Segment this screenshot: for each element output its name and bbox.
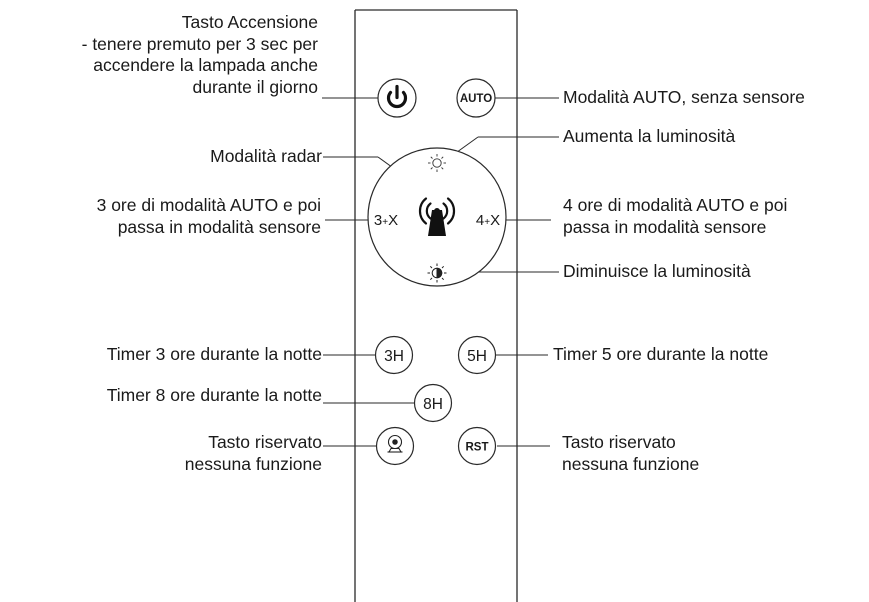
four-x-button[interactable]: 4+X xyxy=(472,208,504,232)
rst-button[interactable]: RST xyxy=(457,426,497,466)
radar-antenna-icon xyxy=(418,197,456,236)
rst-button-label: RST xyxy=(466,442,489,454)
power-label-line3: accendere la lampada anche xyxy=(93,55,318,75)
svg-text:3+X: 3+X xyxy=(374,212,398,229)
sun-outline-icon xyxy=(428,154,446,172)
brightness-down-button[interactable] xyxy=(420,260,454,284)
auto-button[interactable]: AUTO xyxy=(456,78,496,118)
auto-button-label: AUTO xyxy=(460,93,492,105)
power-label-line1: Tasto Accensione xyxy=(181,12,318,32)
timer-8h-label: 8H xyxy=(423,396,443,413)
timer-3h-text: Timer 3 ore durante la notte xyxy=(106,344,322,364)
timer-3h-label: 3H xyxy=(384,348,404,365)
three-x-label: 3 ore di modalità AUTO e poi passa in mo… xyxy=(96,195,321,237)
radar-label: Modalità radar xyxy=(210,146,322,166)
timer-3h-button[interactable]: 3H xyxy=(374,335,414,375)
power-label-line4: durante il giorno xyxy=(192,76,319,97)
four-x-label: 4 ore di modalità AUTO e poi passa in mo… xyxy=(563,195,788,237)
remote-body xyxy=(354,9,518,602)
timer-5h-label: 5H xyxy=(467,348,487,365)
reserved-left-button[interactable] xyxy=(375,426,415,466)
reserved-left-text: Tasto riservato nessuna funzione xyxy=(184,432,322,474)
brightness-down-label: Diminuisce la luminosità xyxy=(563,261,751,281)
timer-5h-button[interactable]: 5H xyxy=(457,335,497,375)
power-label-line2: - tenere premuto per 3 sec per xyxy=(81,33,318,54)
timer-8h-text: Timer 8 ore durante la notte xyxy=(106,385,322,405)
brightness-up-button[interactable] xyxy=(420,150,454,172)
timer-5h-text: Timer 5 ore durante la notte xyxy=(553,344,769,364)
svg-text:4+X: 4+X xyxy=(476,212,500,229)
power-icon xyxy=(386,84,408,109)
power-label: Tasto Accensione - tenere premuto per 3 … xyxy=(82,12,318,98)
brightness-up-label: Aumenta la luminosità xyxy=(563,126,736,146)
timer-8h-button[interactable]: 8H xyxy=(413,383,453,423)
reserved-right-text: Tasto riservato nessuna funzione xyxy=(562,432,700,474)
radar-button[interactable] xyxy=(418,190,458,240)
auto-label: Modalità AUTO, senza sensore xyxy=(563,87,805,107)
webcam-icon xyxy=(387,434,403,453)
power-button[interactable] xyxy=(377,78,417,118)
three-x-button[interactable]: 3+X xyxy=(370,208,402,232)
sun-half-icon xyxy=(427,263,447,283)
